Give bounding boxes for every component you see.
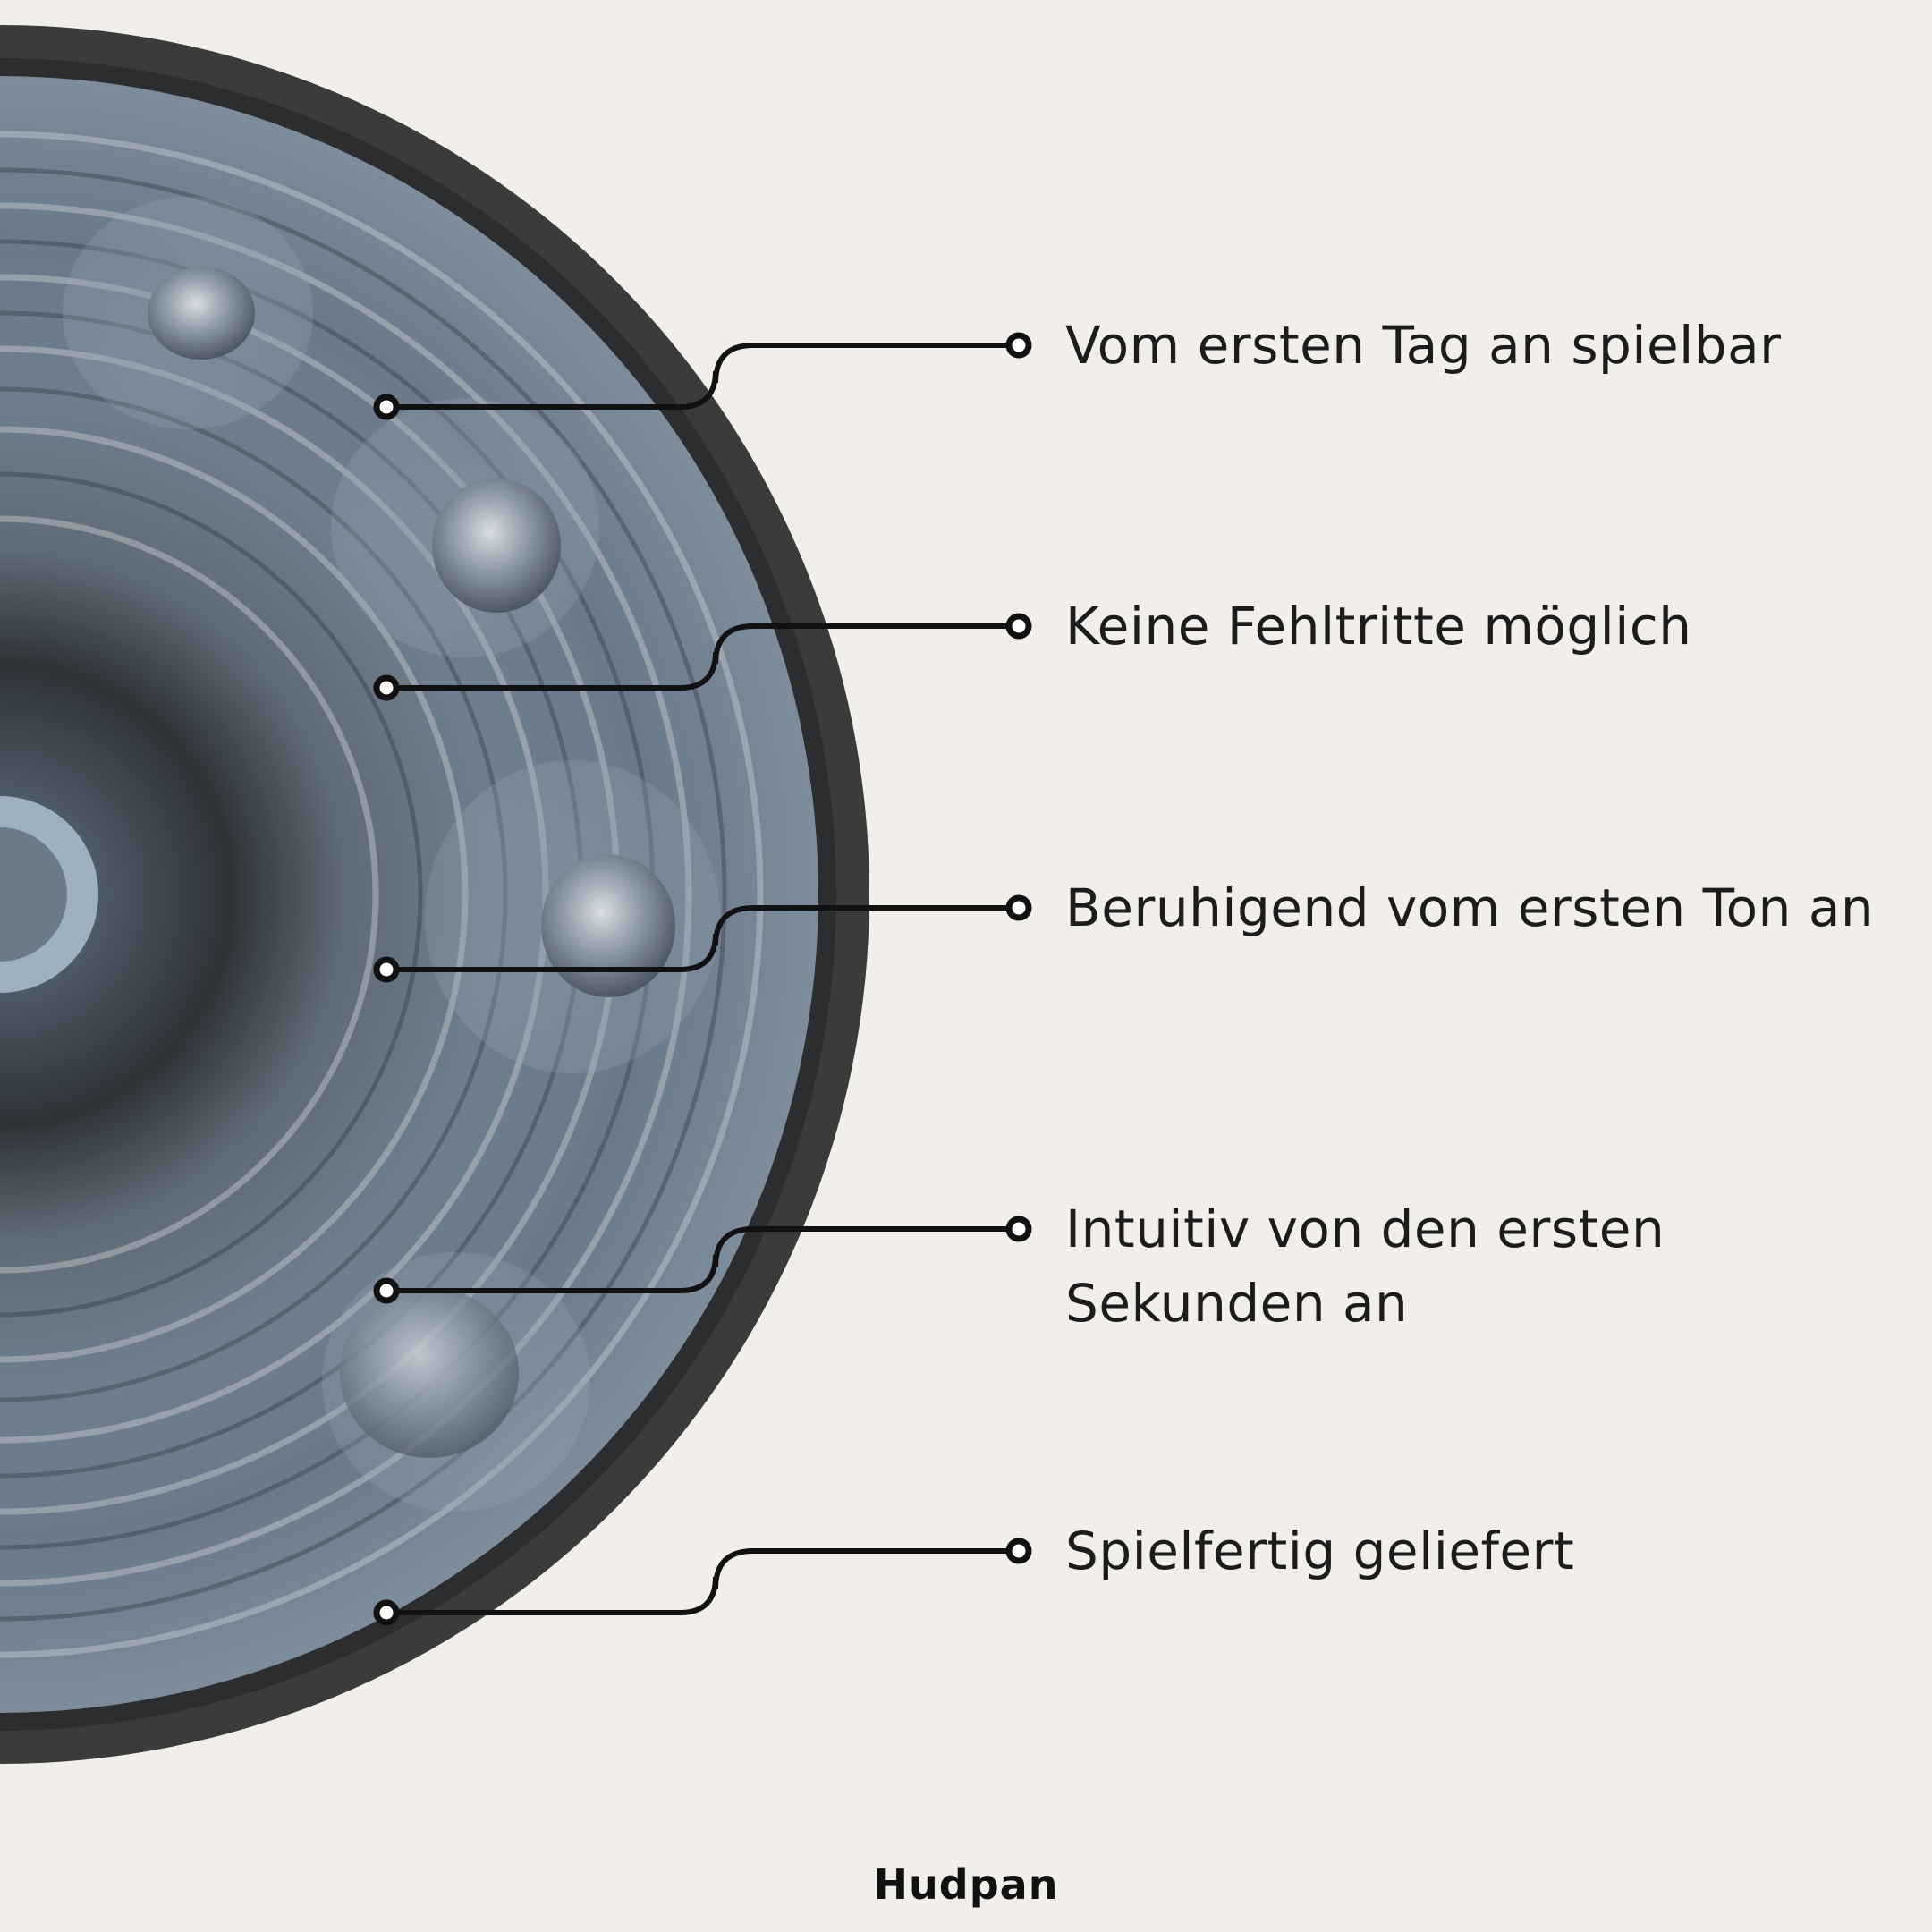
callout-dot <box>373 956 400 983</box>
callout-dot <box>373 1599 400 1626</box>
callout-dot <box>373 394 400 420</box>
callout-dot <box>1005 332 1032 359</box>
callout-dot <box>1005 1216 1032 1242</box>
callout-line-5 <box>384 1548 1012 1615</box>
callout-line-4 <box>384 1226 1012 1293</box>
callout-line-3 <box>384 905 1012 972</box>
tone-dimple <box>432 479 561 613</box>
center-ding <box>0 796 98 993</box>
callout-dot <box>373 674 400 701</box>
callout-line-1 <box>384 343 1012 410</box>
callout-dot <box>1005 1538 1032 1564</box>
brand-logo: Hudpan <box>873 1860 1059 1909</box>
feature-label-5: Spielfertig geliefert <box>1065 1521 1575 1581</box>
callout-dot <box>1005 894 1032 921</box>
callout-dot <box>1005 613 1032 640</box>
feature-label-4: Intuitiv von den ersten Sekunden an <box>1065 1199 1665 1334</box>
callout-dot <box>373 1277 400 1304</box>
feature-label-2: Keine Fehltritte möglich <box>1065 596 1692 657</box>
tone-dimple <box>340 1288 519 1458</box>
tone-dimple <box>148 267 255 360</box>
callout-line-2 <box>384 623 1012 691</box>
tone-dimple <box>541 854 675 997</box>
feature-label-1: Vom ersten Tag an spielbar <box>1065 315 1782 376</box>
feature-label-3: Beruhigend vom ersten Ton an <box>1065 877 1875 938</box>
